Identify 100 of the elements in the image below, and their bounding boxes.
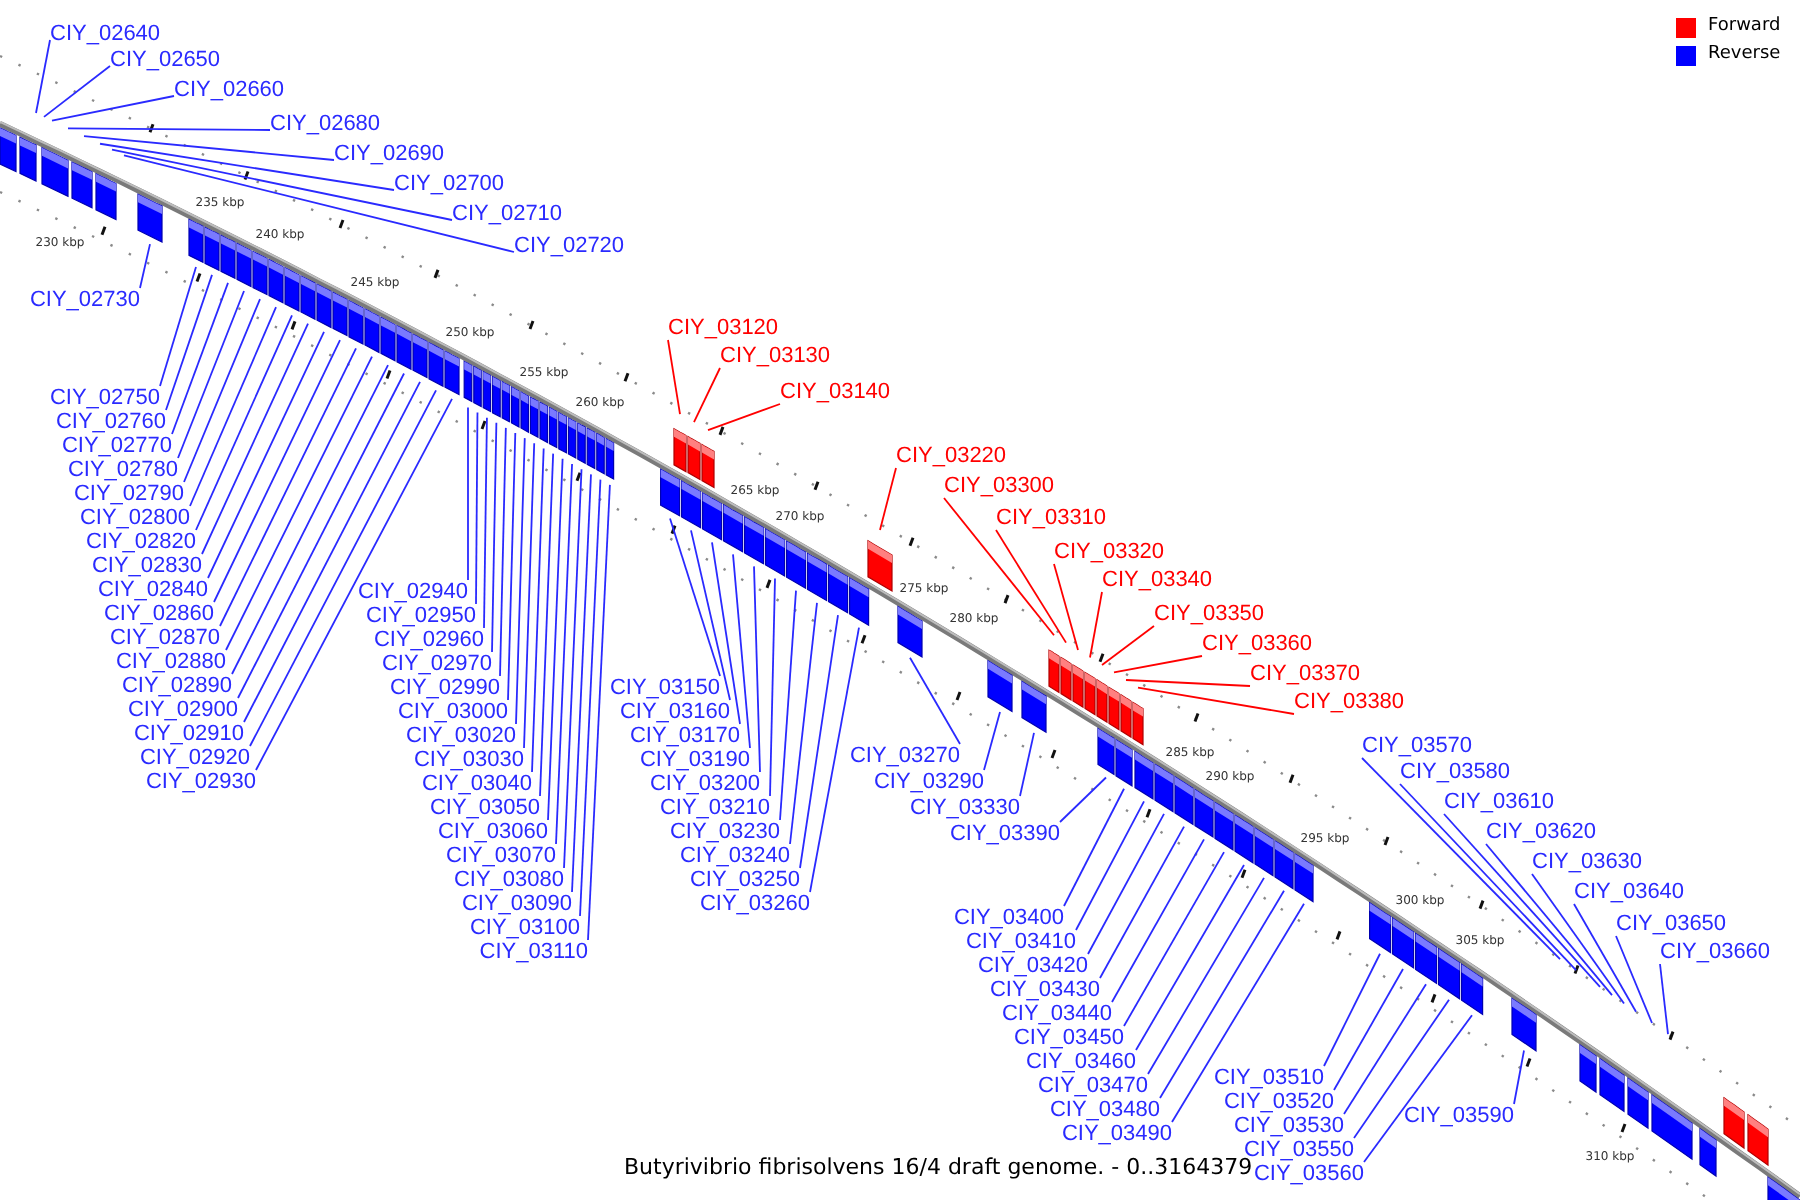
gene-label: CIY_03470 xyxy=(1037,1074,1148,1098)
gene-label: CIY_02800 xyxy=(79,506,190,530)
gene-label: CIY_03640 xyxy=(1574,880,1685,904)
gene-label: CIY_03660 xyxy=(1660,940,1771,964)
leader-line xyxy=(213,339,341,603)
gene-label: CIY_03210 xyxy=(659,796,770,820)
gene-label: CIY_03300 xyxy=(944,474,1055,498)
leader-line xyxy=(51,95,175,122)
leader-line xyxy=(1123,851,1225,1027)
gene-label: CIY_03460 xyxy=(1025,1050,1136,1074)
leader-line xyxy=(1361,757,1561,961)
leader-line xyxy=(139,243,151,289)
gene-label: CIY_03410 xyxy=(965,930,1076,954)
leader-line xyxy=(1111,838,1205,1003)
leader-line xyxy=(1615,935,1653,1024)
leader-line xyxy=(201,322,309,555)
gene-label: CIY_03150 xyxy=(609,676,720,700)
gene-label: CIY_02820 xyxy=(85,530,196,554)
gene-label: CIY_03430 xyxy=(989,978,1100,1002)
gene-label: CIY_03520 xyxy=(1223,1090,1334,1114)
leader-line xyxy=(249,389,437,747)
leader-line xyxy=(547,457,564,821)
gene-label: CIY_03450 xyxy=(1013,1026,1124,1050)
leader-line xyxy=(707,403,781,431)
leader-line xyxy=(207,330,325,579)
leader-line xyxy=(515,437,526,725)
leader-line xyxy=(1075,800,1145,931)
legend-text: Forward xyxy=(1708,16,1781,38)
leader-line xyxy=(475,411,479,605)
gene-label: CIY_02890 xyxy=(121,674,232,698)
leader-line xyxy=(1333,968,1404,1091)
leader-line xyxy=(1399,783,1577,972)
leader-line xyxy=(243,381,421,723)
leader-line xyxy=(491,421,498,653)
leader-line xyxy=(467,406,469,581)
leader-line xyxy=(1573,903,1637,1013)
gene-label: CIY_03590 xyxy=(1403,1104,1514,1128)
leader-line xyxy=(711,541,741,725)
gene-label: CIY_03140 xyxy=(780,380,891,404)
leader-line xyxy=(183,298,261,483)
gene-label: CIY_03480 xyxy=(1049,1098,1160,1122)
gene-label: CIY_03160 xyxy=(619,700,730,724)
gene-label: CIY_03250 xyxy=(689,868,800,892)
gene-label: CIY_03510 xyxy=(1213,1066,1324,1090)
leader-line xyxy=(693,367,721,423)
leader-line xyxy=(123,154,515,253)
gene-label: CIY_03060 xyxy=(437,820,548,844)
leader-line xyxy=(231,364,389,675)
leader-line xyxy=(909,656,961,745)
gene-label: CIY_03190 xyxy=(639,748,750,772)
gene-label: CIY_03440 xyxy=(1001,1002,1112,1026)
leader-line xyxy=(1443,813,1601,988)
gene-label: CIY_03040 xyxy=(421,772,532,796)
leader-line xyxy=(669,517,721,677)
gene-label: CIY_03020 xyxy=(405,724,516,748)
gene-label: CIY_03490 xyxy=(1061,1122,1172,1146)
leader-line xyxy=(225,355,373,651)
gene-label: CIY_02700 xyxy=(394,172,505,196)
leader-line xyxy=(1135,864,1245,1051)
gene-label: CIY_03100 xyxy=(469,916,580,940)
leader-line xyxy=(1137,686,1295,715)
gene-label: CIY_03260 xyxy=(699,892,810,916)
gene-label: CIY_03090 xyxy=(461,892,572,916)
legend-text: Reverse xyxy=(1708,44,1781,66)
gene-label: CIY_02840 xyxy=(97,578,208,602)
gene-label: CIY_03570 xyxy=(1362,734,1473,758)
leader-line xyxy=(1147,876,1265,1075)
leader-line xyxy=(159,266,197,387)
leader-line xyxy=(1063,787,1125,907)
gene-label: CIY_02920 xyxy=(139,746,250,770)
gene-label: CIY_02860 xyxy=(103,602,214,626)
leader-line xyxy=(83,135,335,161)
leader-line xyxy=(1171,902,1305,1123)
leader-line xyxy=(1087,813,1165,955)
gene-label: CIY_02720 xyxy=(514,234,625,258)
leader-line xyxy=(983,711,1001,771)
leader-line xyxy=(879,467,897,531)
leader-line xyxy=(995,529,1067,644)
leader-line xyxy=(499,426,507,677)
gene-label: CIY_03580 xyxy=(1400,760,1511,784)
gene-label: CIY_03610 xyxy=(1444,790,1555,814)
leader-line xyxy=(177,290,245,459)
leader-line xyxy=(1513,1049,1525,1105)
gene-label: CIY_02710 xyxy=(452,202,563,226)
gene-label: CIY_02950 xyxy=(365,604,476,628)
leader-line xyxy=(1159,889,1285,1099)
gene-label: CIY_02900 xyxy=(127,698,238,722)
leader-line xyxy=(165,274,213,411)
gene-label: CIY_03290 xyxy=(873,770,984,794)
leader-line xyxy=(195,314,293,531)
gene-label: CIY_02680 xyxy=(270,112,381,136)
leader-line xyxy=(523,442,536,749)
gene-label: CIY_02830 xyxy=(91,554,202,578)
gene-label: CIY_02930 xyxy=(145,770,256,794)
leader-line xyxy=(555,463,573,845)
leader-line xyxy=(1113,655,1203,674)
gene-label: CIY_02690 xyxy=(334,142,445,166)
gene-label: CIY_03050 xyxy=(429,796,540,820)
leader-line xyxy=(769,577,776,797)
gene-label: CIY_03230 xyxy=(669,820,780,844)
